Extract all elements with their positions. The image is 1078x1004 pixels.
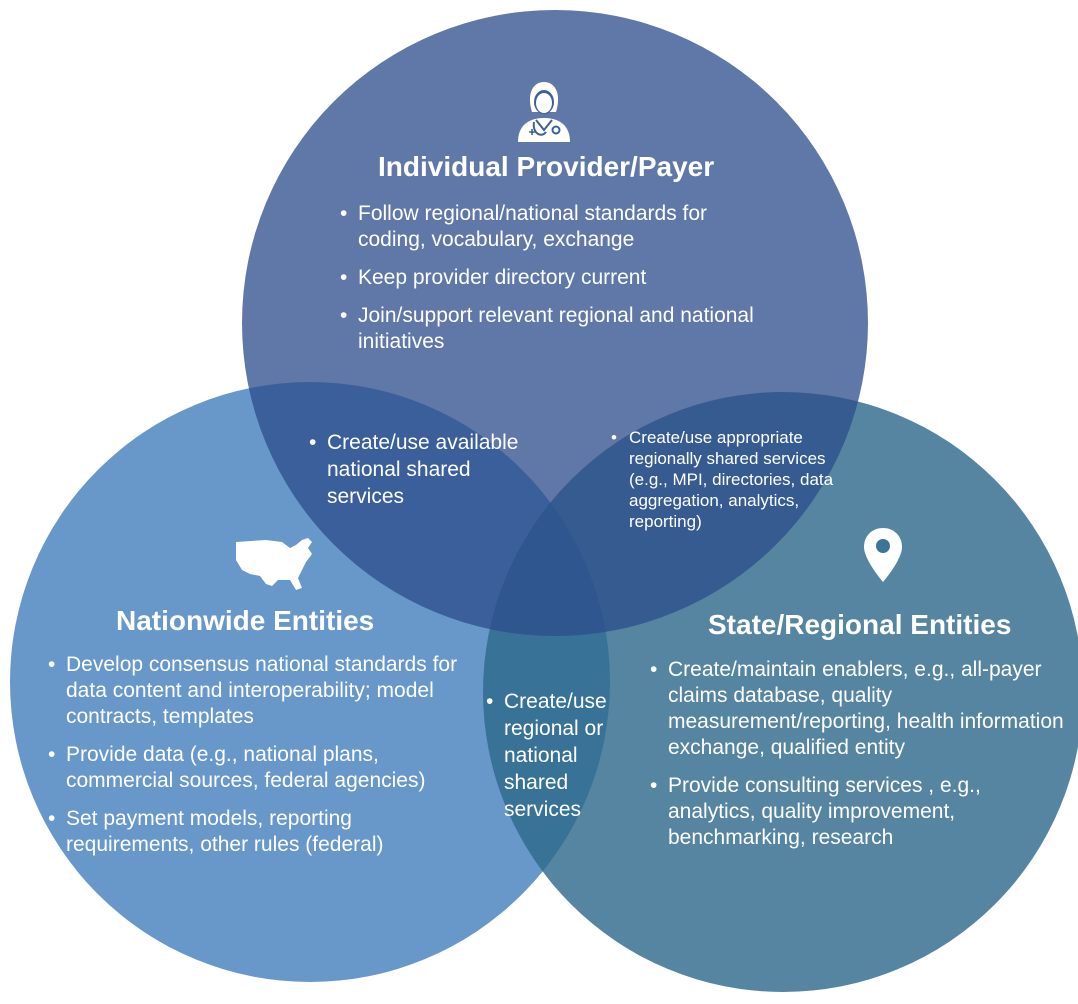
provider-bullet: Follow regional/national standards for c…: [336, 201, 756, 253]
provider-bullet: Keep provider directory current: [336, 265, 756, 291]
provider-bullet-list: Follow regional/national standards for c…: [336, 201, 756, 367]
overlap-bullet: Create/use available national shared ser…: [305, 429, 520, 510]
map-pin-icon: [862, 526, 904, 584]
state-regional-title: State/Regional Entities: [708, 609, 1012, 640]
provider-title: Individual Provider/Payer: [378, 151, 715, 182]
nationwide-bullet: Develop consensus national standards for…: [44, 652, 474, 730]
doctor-stethoscope-icon: [512, 78, 576, 144]
overlap-bullet: Create/use regional or national shared s…: [482, 688, 632, 823]
overlap-national-state: Create/use regional or national shared s…: [482, 688, 632, 823]
overlap-provider-national: Create/use available national shared ser…: [305, 429, 520, 510]
nationwide-bullet-list: Develop consensus national standards for…: [44, 652, 474, 870]
nationwide-bullet: Provide data (e.g., national plans, comm…: [44, 742, 474, 794]
nationwide-bullet: Set payment models, reporting requiremen…: [44, 806, 474, 858]
overlap-provider-state: Create/use appropriate regionally shared…: [609, 427, 841, 532]
state-regional-bullet: Create/maintain enablers, e.g., all-paye…: [646, 657, 1074, 761]
state-regional-bullet: Provide consulting services , e.g., anal…: [646, 773, 1074, 851]
usa-map-icon: [232, 536, 320, 592]
nationwide-title: Nationwide Entities: [116, 605, 375, 636]
provider-bullet: Join/support relevant regional and natio…: [336, 303, 756, 355]
state-regional-bullet-list: Create/maintain enablers, e.g., all-paye…: [646, 657, 1074, 863]
overlap-bullet: Create/use appropriate regionally shared…: [609, 427, 841, 532]
